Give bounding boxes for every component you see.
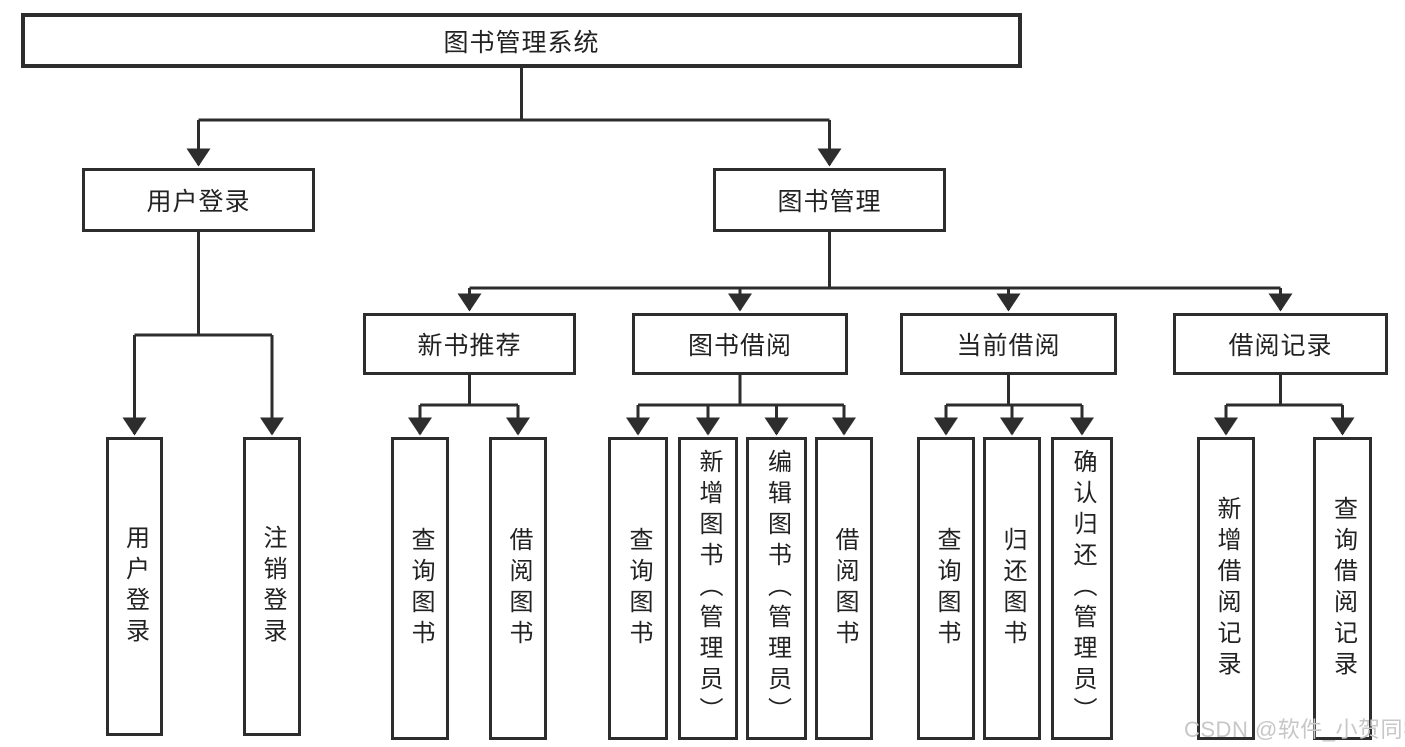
node-label: 借阅记录 xyxy=(1228,332,1333,360)
leaf-label: 借阅图书 xyxy=(831,526,858,651)
node-current-borrowing: 当前借阅 xyxy=(900,313,1117,375)
leaf-logout: 注销登录 xyxy=(243,437,301,736)
node-label: 用户登录 xyxy=(146,188,251,216)
leaf-user-login: 用户登录 xyxy=(106,437,163,736)
node-label: 图书管理系统 xyxy=(443,28,600,57)
node-label: 图书借阅 xyxy=(687,332,792,360)
leaf-borrow-books: 借阅图书 xyxy=(815,437,873,740)
leaf-query-books: 查询图书 xyxy=(391,437,449,740)
leaf-add-books-admin: 新增图书（管理员） xyxy=(678,437,738,740)
leaf-label: 编辑图书（管理员） xyxy=(763,449,791,728)
node-label: 新书推荐 xyxy=(417,332,522,360)
leaf-label: 查询借阅记录 xyxy=(1329,495,1357,682)
leaf-label: 查询图书 xyxy=(625,526,652,651)
leaf-label: 查询图书 xyxy=(933,526,960,651)
node-new-book-recommendation: 新书推荐 xyxy=(363,313,576,375)
leaf-label: 查询图书 xyxy=(407,526,434,651)
leaf-label: 注销登录 xyxy=(259,524,286,649)
leaf-label: 用户登录 xyxy=(121,524,149,649)
leaf-add-borrow-record: 新增借阅记录 xyxy=(1197,437,1255,740)
leaf-query-books: 查询图书 xyxy=(917,437,975,740)
node-library-management-system: 图书管理系统 xyxy=(21,13,1022,68)
leaf-query-borrow-record: 查询借阅记录 xyxy=(1313,437,1372,740)
node-borrowing-records: 借阅记录 xyxy=(1173,313,1388,375)
leaf-label: 借阅图书 xyxy=(505,526,532,651)
leaf-label: 确认归还（管理员） xyxy=(1069,449,1096,728)
node-label: 图书管理 xyxy=(777,188,882,216)
leaf-edit-books-admin: 编辑图书（管理员） xyxy=(746,437,807,740)
connector-lines xyxy=(134,68,1343,407)
leaf-return-books: 归还图书 xyxy=(983,437,1041,740)
node-user-login: 用户登录 xyxy=(82,168,315,232)
leaf-borrow-books: 借阅图书 xyxy=(489,437,547,740)
watermark: CSDN @软件_小贺同学 xyxy=(1184,717,1405,742)
leaf-label: 新增图书（管理员） xyxy=(695,449,722,728)
node-book-borrowing: 图书借阅 xyxy=(632,313,848,375)
leaf-query-books: 查询图书 xyxy=(608,437,668,740)
node-label: 当前借阅 xyxy=(956,332,1061,360)
leaf-confirm-return-admin: 确认归还（管理员） xyxy=(1051,437,1113,740)
leaf-label: 归还图书 xyxy=(999,526,1026,651)
node-book-management: 图书管理 xyxy=(713,168,946,232)
leaf-label: 新增借阅记录 xyxy=(1213,495,1240,682)
